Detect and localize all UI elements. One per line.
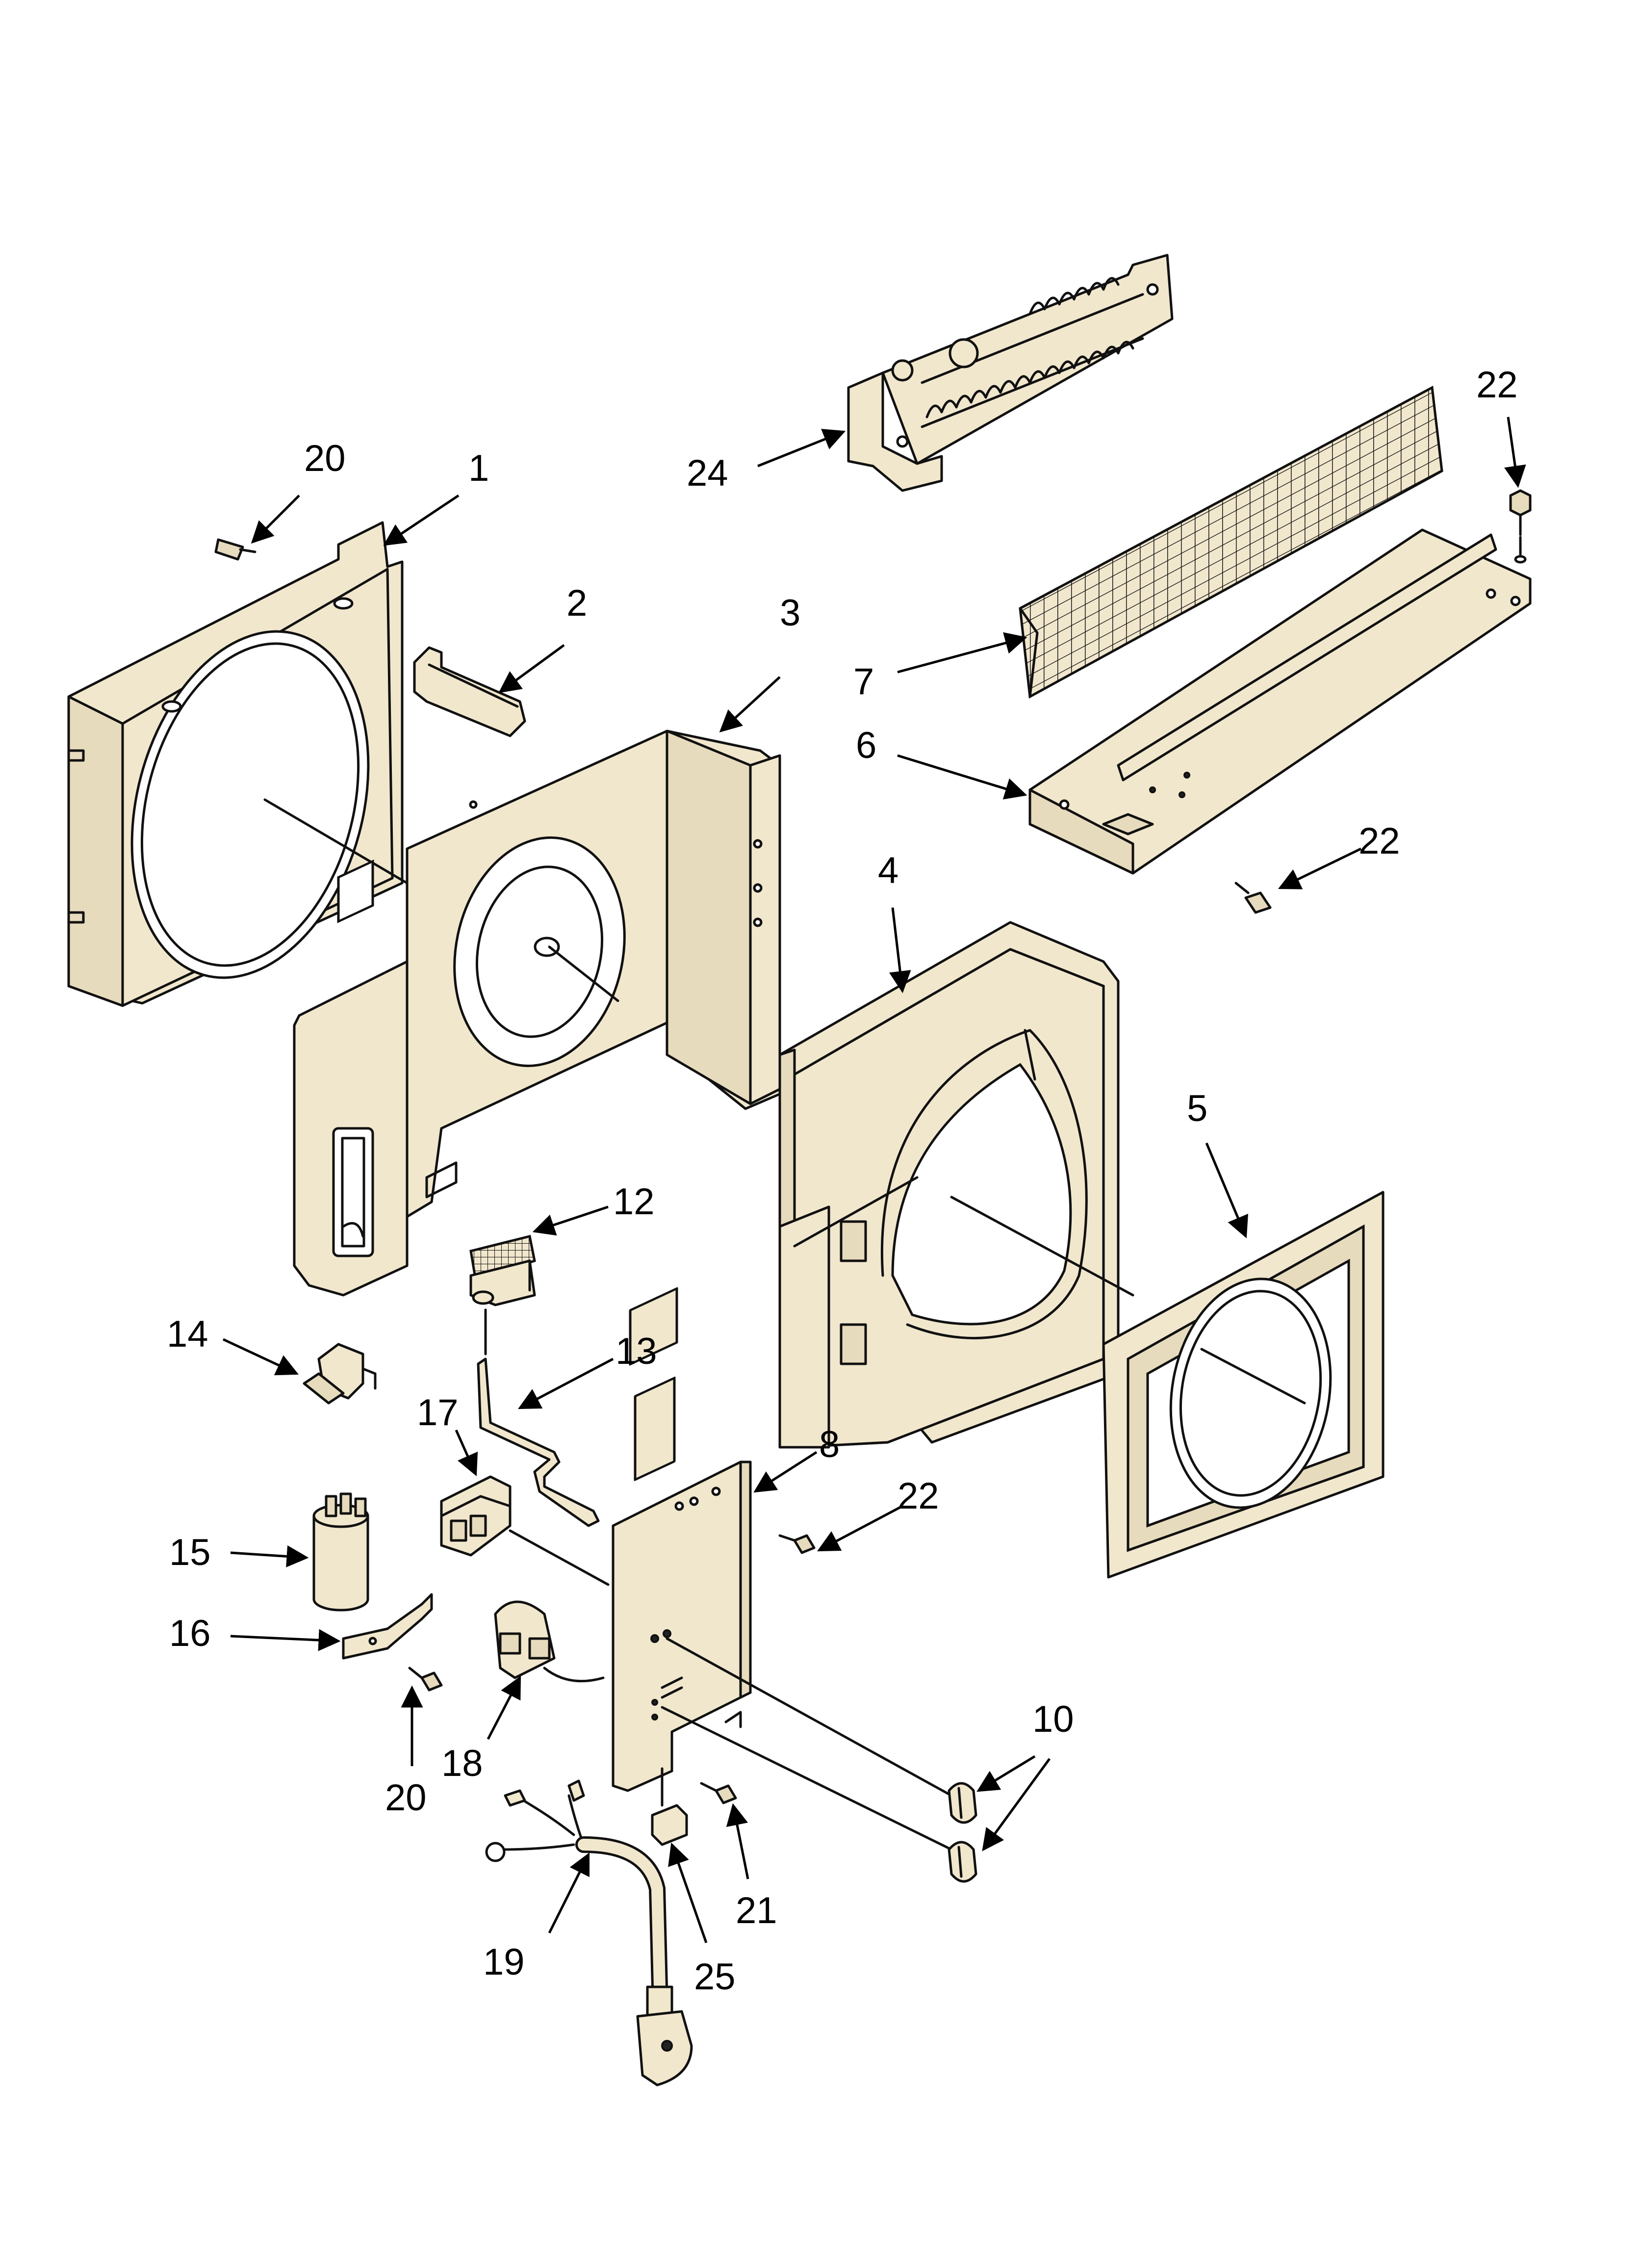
part-10-knobs	[948, 1782, 977, 1883]
leader-arrows	[222, 417, 1526, 1943]
callout-24: 24	[687, 452, 728, 494]
screw-22-top	[1509, 489, 1532, 564]
callout-20-bottom: 20	[385, 1777, 427, 1819]
callout-labels: 20 1 2 3 24 22 7 6 22 4 5 12 13 14 17 8 …	[167, 364, 1518, 1998]
part-12-thermostat-mount	[469, 1234, 536, 1306]
part-24-heater	[847, 254, 1174, 492]
part-17-switch	[440, 1475, 610, 1586]
screw-21	[700, 1782, 737, 1804]
callout-12: 12	[613, 1181, 655, 1223]
part-6-holder	[1028, 528, 1532, 875]
callout-25: 25	[694, 1956, 736, 1998]
screw-22-rail	[1234, 882, 1272, 914]
part-13-sensor	[477, 1308, 600, 1527]
callout-17: 17	[417, 1392, 459, 1434]
part-19-power-cord	[485, 1779, 693, 2086]
callout-1: 1	[468, 447, 489, 489]
callout-21: 21	[736, 1890, 777, 1931]
callout-20-top: 20	[304, 438, 346, 479]
screw-20-top	[214, 538, 257, 561]
part-15-capacitor	[312, 1492, 369, 1612]
part-25-bushing	[651, 1767, 688, 1846]
part-1-shroud	[67, 521, 409, 1007]
callout-19: 19	[483, 1941, 525, 1983]
part-18-overload	[494, 1600, 605, 1683]
screw-22-panel	[778, 1534, 816, 1554]
callout-14: 14	[167, 1313, 208, 1355]
part-14-relay	[303, 1343, 377, 1405]
callout-16: 16	[169, 1613, 211, 1654]
callout-15: 15	[169, 1532, 211, 1573]
callout-7: 7	[853, 661, 874, 703]
part-2-bracket	[413, 646, 526, 737]
callout-6: 6	[856, 725, 876, 766]
callout-22-panel: 22	[898, 1475, 939, 1517]
part-5-grille	[1102, 1191, 1385, 1579]
part-4-scroll	[778, 921, 1134, 1449]
callout-22-top: 22	[1476, 364, 1518, 406]
screw-20-bottom	[408, 1667, 443, 1692]
part-16-strap	[342, 1593, 433, 1660]
callout-2: 2	[566, 582, 587, 624]
callout-8: 8	[819, 1424, 840, 1465]
callout-4: 4	[878, 850, 898, 891]
part-8-control-panel	[612, 1287, 953, 1851]
part-3-partition	[293, 730, 781, 1297]
callout-3: 3	[780, 592, 800, 634]
callout-22-rail: 22	[1359, 820, 1400, 862]
callout-10: 10	[1032, 1698, 1074, 1740]
callout-13: 13	[616, 1330, 657, 1372]
part-7-filter	[1019, 386, 1443, 699]
callout-5: 5	[1187, 1088, 1207, 1129]
callout-18: 18	[441, 1743, 483, 1784]
